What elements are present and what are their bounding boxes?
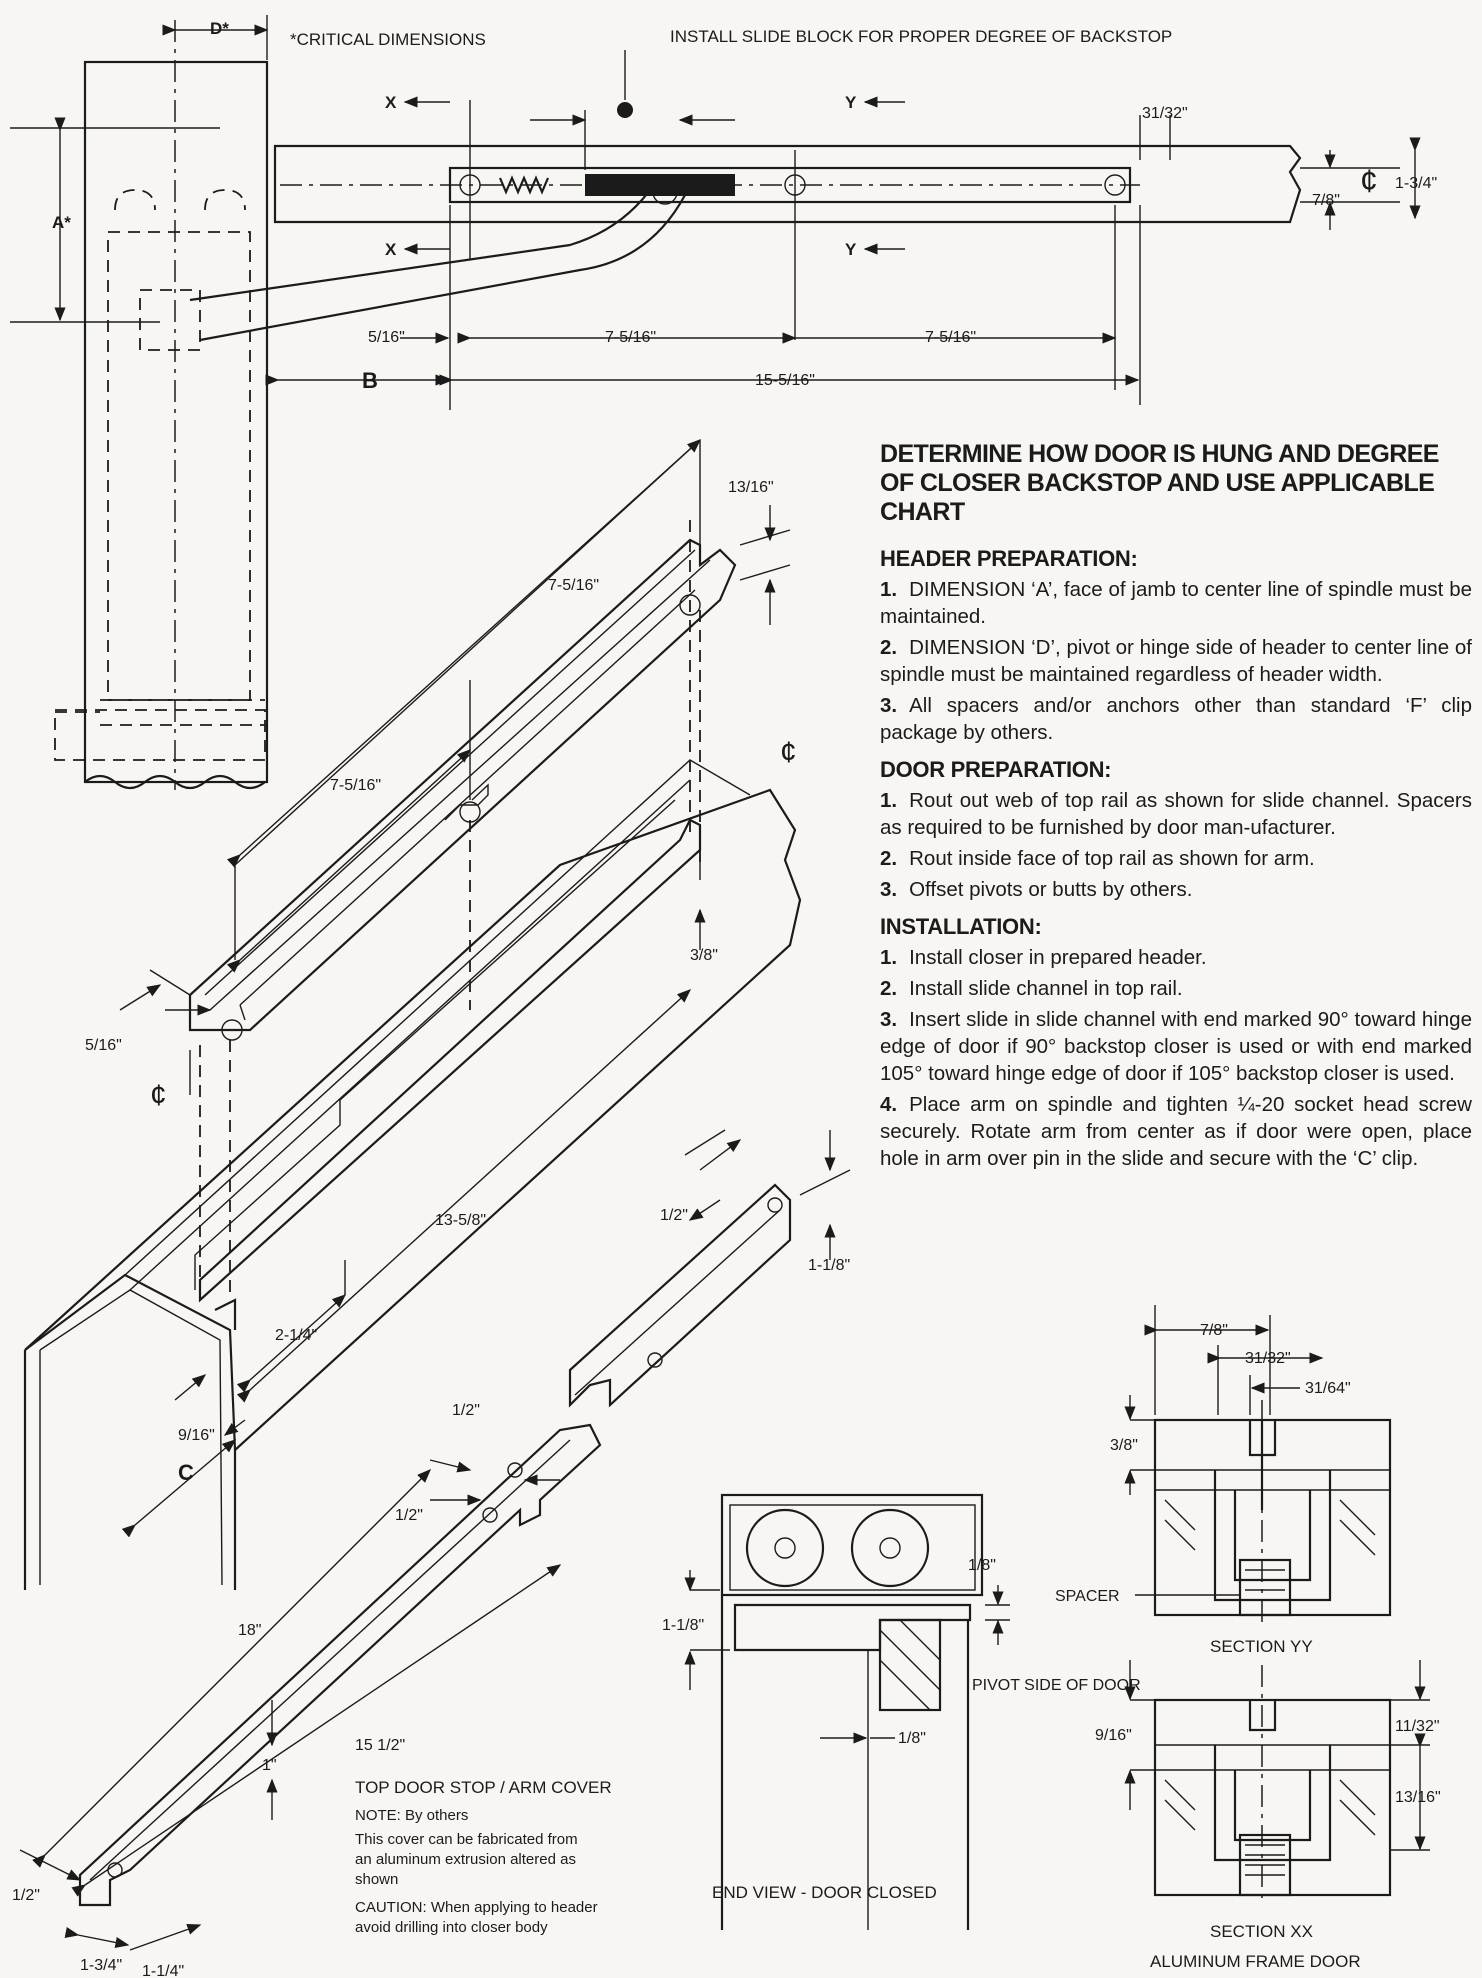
frame-rail-iso — [23, 788, 802, 1590]
door-prep-step: 3.Offset pivots or butts by others. — [880, 878, 1193, 901]
header-prep-step: 1.DIMENSION ‘A’, face of jamb to center … — [880, 578, 1472, 628]
dim-1-1-4-cover: 1-1/4" — [142, 1963, 184, 1978]
install-step: 2.Install slide channel in top rail. — [880, 977, 1183, 1000]
install-step: 3.Insert slide in slide channel with end… — [880, 1008, 1472, 1085]
header-jamb-outline — [83, 60, 269, 784]
dim-31-64-yy: 31/64" — [1305, 1380, 1351, 1397]
dim-b-label: B — [362, 368, 378, 393]
dim-18-cover: 18" — [238, 1622, 261, 1639]
dim-1-2-cover-c: 1/2" — [395, 1507, 423, 1524]
centerline-symbol-top: ¢ — [1360, 163, 1378, 199]
dim-1-2-cover-a: 1/2" — [660, 1207, 688, 1224]
dim-7-5-16-b: 7-5/16" — [925, 329, 976, 346]
centerline-symbol-iso-right: ¢ — [780, 736, 797, 769]
arm-cover-caption: TOP DOOR STOP / ARM COVER NOTE: By other… — [355, 1778, 655, 1938]
section-y-bottom: Y — [845, 240, 857, 259]
arm-cover-note: NOTE: By others — [355, 1807, 469, 1824]
dim-1-3-4-top: 1-3/4" — [1395, 175, 1437, 192]
dim-1-cover: 1" — [262, 1757, 277, 1774]
install-slide-block-label: INSTALL SLIDE BLOCK FOR PROPER DEGREE OF… — [670, 27, 1172, 46]
section-yy: 7/8" 31/32" 31/64" 3/8" SPACER SECTION Y… — [1055, 1305, 1392, 1656]
header-prep-step: 3.All spacers and/or anchors other than … — [880, 694, 1472, 744]
end-view-door-closed: 1-1/8" 1/8" 1/8" PIVOT SIDE OF DOOR END … — [662, 1493, 1141, 1930]
door-preparation-title: DOOR PREPARATION: — [880, 757, 1112, 782]
dim-11-32-xx: 11/32" — [1395, 1718, 1440, 1735]
end-view-title: END VIEW - DOOR CLOSED — [712, 1883, 937, 1902]
dim-31-32-top: 31/32" — [1142, 105, 1188, 122]
centerline-symbol-iso-left: ¢ — [150, 1079, 167, 1112]
critical-dimensions-label: *CRITICAL DIMENSIONS — [290, 30, 486, 49]
dim-7-8-top: 7/8" — [1312, 192, 1340, 209]
dim-9-16-xx: 9/16" — [1095, 1727, 1132, 1744]
dim-13-16-iso: 13/16" — [728, 479, 774, 496]
aluminum-frame-door-label: ALUMINUM FRAME DOOR — [1150, 1952, 1361, 1971]
install-step: 4.Place arm on spindle and tighten ¼-20 … — [880, 1093, 1472, 1170]
arm-cover-title: TOP DOOR STOP / ARM COVER — [355, 1778, 612, 1797]
arm-cover-iso: 1/2" 1-1/8" 1/2" 1/2" 18" 15 1/2" 1" 1/2… — [12, 1129, 851, 1978]
dim-13-16-xx: 13/16" — [1395, 1789, 1441, 1806]
dim-7-8-yy: 7/8" — [1200, 1322, 1228, 1339]
dim-7-5-16-iso-left: 7-5/16" — [330, 777, 381, 794]
dim-d-label: D* — [210, 19, 229, 38]
pivot-side-label: PIVOT SIDE OF DOOR — [972, 1677, 1141, 1694]
dim-1-1-8-end: 1-1/8" — [662, 1617, 704, 1634]
dim-1-8-end-b: 1/8" — [898, 1730, 926, 1747]
top-plan-view: D* *CRITICAL DIMENSIONS A* INSTALL SLIDE… — [10, 15, 1437, 790]
installation-title: INSTALLATION: — [880, 914, 1042, 939]
dim-3-8-iso: 3/8" — [690, 947, 718, 964]
section-xx-title: SECTION XX — [1210, 1922, 1313, 1941]
dim-a-label: A* — [52, 213, 71, 232]
dim-1-1-8-cover: 1-1/8" — [808, 1257, 850, 1274]
section-y-top: Y — [845, 93, 857, 112]
top-rail-outline — [273, 144, 1302, 224]
arm-cover-body: This cover can be fabricated from an alu… — [355, 1831, 578, 1888]
dim-13-5-8-iso: 13-5/8" — [435, 1212, 486, 1229]
dim-15-1-2-cover: 15 1/2" — [355, 1737, 405, 1754]
header-preparation-title: HEADER PREPARATION: — [880, 546, 1138, 571]
door-prep-step: 2.Rout inside face of top rail as shown … — [880, 847, 1315, 870]
dim-7-5-16-a: 7-5/16" — [605, 329, 656, 346]
dim-5-16-top: 5/16" — [368, 329, 405, 346]
section-x-bottom: X — [385, 240, 397, 259]
dim-5-16-iso: 5/16" — [85, 1037, 122, 1054]
dim-7-5-16-iso-top: 7-5/16" — [548, 577, 599, 594]
install-step: 1.Install closer in prepared header. — [880, 946, 1207, 969]
dim-2-1-4-iso: 2-1/4" — [275, 1327, 317, 1344]
spacer-label: SPACER — [1055, 1588, 1120, 1605]
section-x-top: X — [385, 93, 397, 112]
dim-c-label: C — [178, 1460, 194, 1485]
arm-cover-caution: CAUTION: When applying to header avoid d… — [355, 1899, 598, 1936]
section-yy-title: SECTION YY — [1210, 1637, 1313, 1656]
dim-9-16-iso: 9/16" — [178, 1427, 215, 1444]
section-xx: 9/16" 11/32" 13/16" SECTION XX ALUMINUM … — [1095, 1660, 1441, 1971]
isometric-top-rail: 7-5/16" 13/16" 7-5/16" ¢ 3/8" 5/16" ¢ 13… — [23, 439, 802, 1590]
dim-1-2-cover-d: 1/2" — [12, 1887, 40, 1904]
dim-15-5-16: 15-5/16" — [755, 372, 815, 389]
header-prep-step: 2.DIMENSION ‘D’, pivot or hinge side of … — [880, 636, 1472, 686]
dim-31-32-yy: 31/32" — [1245, 1350, 1291, 1367]
instructions-panel: DETERMINE HOW DOOR IS HUNG AND DEGREE OF… — [880, 440, 1472, 1176]
dim-1-8-end-a: 1/8" — [968, 1557, 996, 1574]
dim-3-8-yy: 3/8" — [1110, 1437, 1138, 1454]
door-prep-step: 1.Rout out web of top rail as shown for … — [880, 789, 1472, 839]
dim-1-3-4-cover: 1-3/4" — [80, 1957, 122, 1974]
slide-channel-iso — [188, 538, 737, 1032]
main-heading: DETERMINE HOW DOOR IS HUNG AND DEGREE OF… — [880, 440, 1439, 526]
dim-1-2-cover-b: 1/2" — [452, 1402, 480, 1419]
